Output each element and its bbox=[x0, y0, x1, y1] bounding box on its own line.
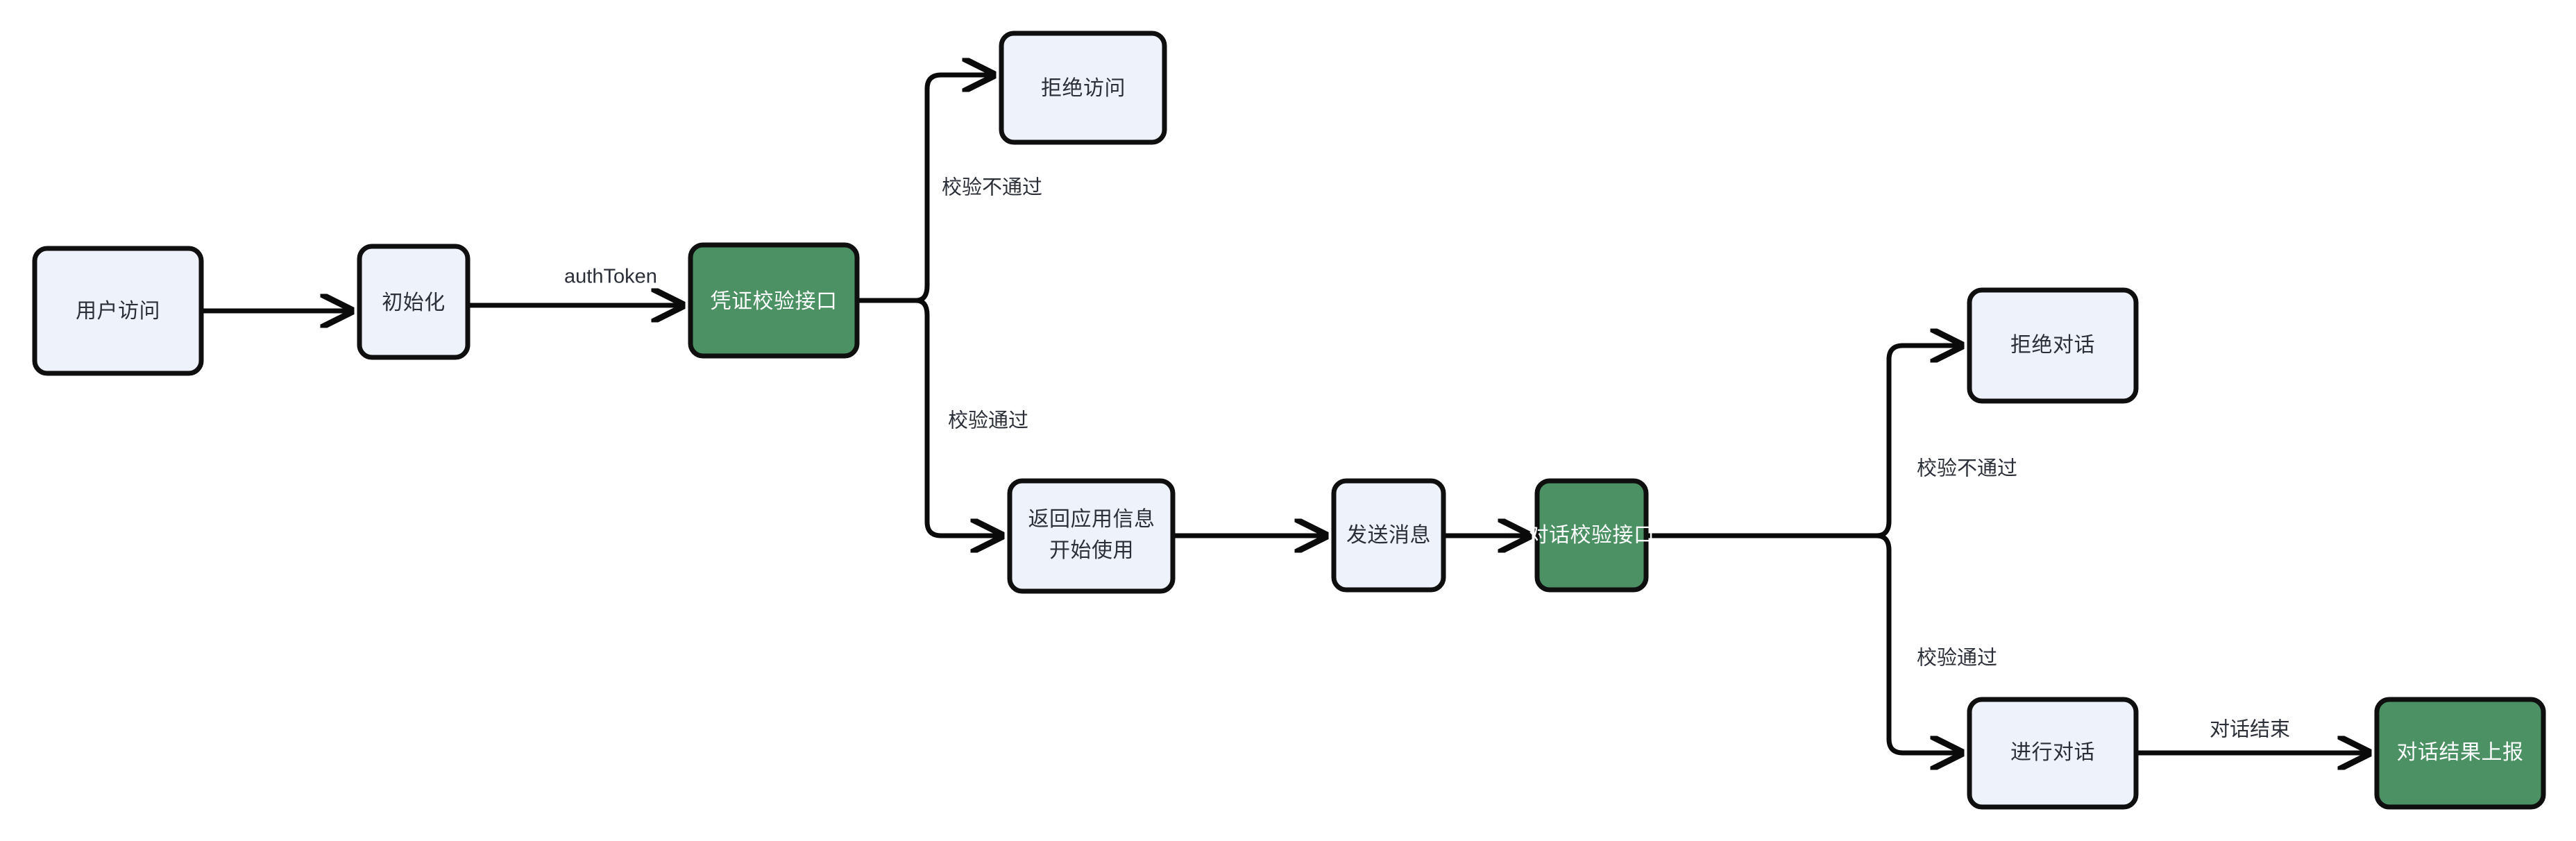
node-report-result-box[interactable] bbox=[2374, 697, 2546, 810]
node-dialog-check-api[interactable]: 对话校验接口 bbox=[1528, 478, 1655, 593]
node-credential-api-label: 凭证校验接口 bbox=[711, 290, 838, 313]
node-return-app-info-box[interactable] bbox=[1007, 478, 1176, 594]
edge-credential-api-to-deny-access bbox=[915, 75, 992, 303]
node-deny-access-box[interactable] bbox=[999, 31, 1167, 145]
node-init-box[interactable] bbox=[357, 244, 471, 360]
node-user-access-box[interactable] bbox=[32, 246, 204, 376]
node-deny-access-label: 拒绝访问 bbox=[1041, 77, 1126, 100]
node-deny-dialog-box[interactable] bbox=[1967, 287, 2139, 404]
node-do-dialog-box[interactable] bbox=[1967, 697, 2139, 810]
node-return-app-info-label-line1: 返回应用信息 bbox=[1028, 508, 1155, 531]
node-report-result-label: 对话结果上报 bbox=[2397, 741, 2524, 764]
node-do-dialog[interactable]: 进行对话 bbox=[1967, 697, 2139, 810]
node-credential-api[interactable]: 凭证校验接口 bbox=[688, 242, 860, 359]
edge-label-check-fail-1: 校验不通过 bbox=[942, 176, 1042, 199]
node-return-app-info[interactable]: 返回应用信息 开始使用 bbox=[1007, 478, 1176, 594]
node-send-message-label: 发送消息 bbox=[1346, 524, 1431, 547]
node-user-access-label: 用户访问 bbox=[76, 300, 160, 323]
edge-dialog-check-api-to-do-dialog bbox=[1876, 533, 1960, 753]
node-do-dialog-label: 进行对话 bbox=[2010, 741, 2095, 764]
node-init[interactable]: 初始化 bbox=[357, 244, 471, 360]
node-return-app-info-label-line2: 开始使用 bbox=[1049, 539, 1134, 562]
node-user-access[interactable]: 用户访问 bbox=[32, 246, 204, 376]
node-dialog-check-api-label: 对话校验接口 bbox=[1528, 524, 1655, 547]
node-deny-access[interactable]: 拒绝访问 bbox=[999, 31, 1167, 145]
node-send-message[interactable]: 发送消息 bbox=[1331, 478, 1446, 593]
node-dialog-check-api-box[interactable] bbox=[1534, 478, 1649, 593]
node-send-message-box[interactable] bbox=[1331, 478, 1446, 593]
edge-label-check-fail-2: 校验不通过 bbox=[1917, 457, 2017, 480]
edge-label-auth-token: authToken bbox=[564, 266, 657, 288]
node-deny-dialog[interactable]: 拒绝对话 bbox=[1967, 287, 2139, 404]
edge-credential-api-to-return-app-info bbox=[915, 298, 1001, 536]
node-credential-api-box[interactable] bbox=[688, 242, 860, 359]
edge-label-dialog-end: 对话结束 bbox=[2210, 718, 2290, 741]
edge-label-check-pass-1: 校验通过 bbox=[948, 409, 1028, 432]
edge-dialog-check-api-to-deny-dialog bbox=[1876, 346, 1960, 538]
node-report-result[interactable]: 对话结果上报 bbox=[2374, 697, 2546, 810]
node-deny-dialog-label: 拒绝对话 bbox=[2010, 334, 2095, 357]
edge-label-check-pass-2: 校验通过 bbox=[1917, 647, 1997, 670]
node-init-label: 初始化 bbox=[382, 291, 446, 314]
